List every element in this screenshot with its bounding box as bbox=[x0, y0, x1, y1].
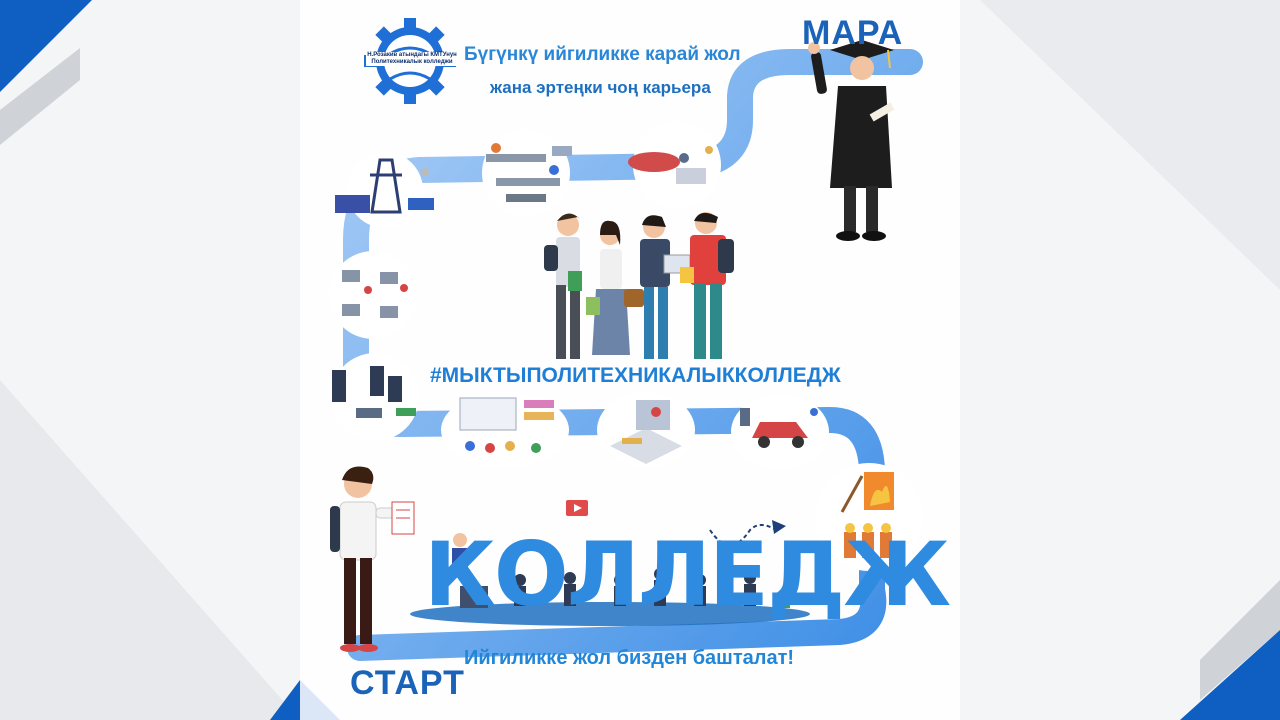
firefighter-icon bbox=[815, 463, 923, 571]
factory-line-icon bbox=[482, 129, 572, 217]
corner-decoration-top-left bbox=[0, 0, 92, 145]
corner-decoration-top-right bbox=[980, 0, 1280, 290]
students-group bbox=[544, 212, 734, 359]
food-production-icon bbox=[628, 121, 721, 209]
car-repair-icon bbox=[731, 394, 829, 470]
power-grid-icon bbox=[335, 152, 434, 228]
bottom-tagline: Ийгиликке жол бизден башталат! bbox=[464, 647, 795, 669]
start-label: СТАРТ bbox=[350, 664, 465, 702]
server-rack-icon bbox=[331, 353, 419, 441]
tagline-line1: Бүгүнкү ийгиликке карай жол bbox=[464, 44, 741, 65]
goal-label: МАРА bbox=[802, 14, 904, 52]
logo-caption-line2: Политехникалык колледжи bbox=[366, 59, 458, 66]
presentation-icon bbox=[441, 392, 569, 468]
tagline-line2: жана эртеңки чоң карьера bbox=[490, 78, 711, 97]
college-word: КОЛЛЕДЖ bbox=[424, 523, 951, 626]
college-workers-scene bbox=[452, 500, 790, 608]
hashtag-label: #МЫКТЫПОЛИТЕХНИКАЛЫККОЛЛЕДЖ bbox=[430, 364, 841, 387]
logo-caption: Н.Розакив атындагы КМТУнун Политехникалы… bbox=[366, 52, 458, 66]
interior-design-icon bbox=[597, 392, 695, 468]
logo-caption-line1: Н.Розакив атындагы КМТУнун bbox=[366, 52, 458, 59]
office-desk-icon bbox=[329, 251, 417, 339]
graduate-figure bbox=[808, 40, 895, 241]
corner-decoration-bottom-right bbox=[1180, 580, 1280, 720]
start-student-figure bbox=[330, 466, 415, 652]
